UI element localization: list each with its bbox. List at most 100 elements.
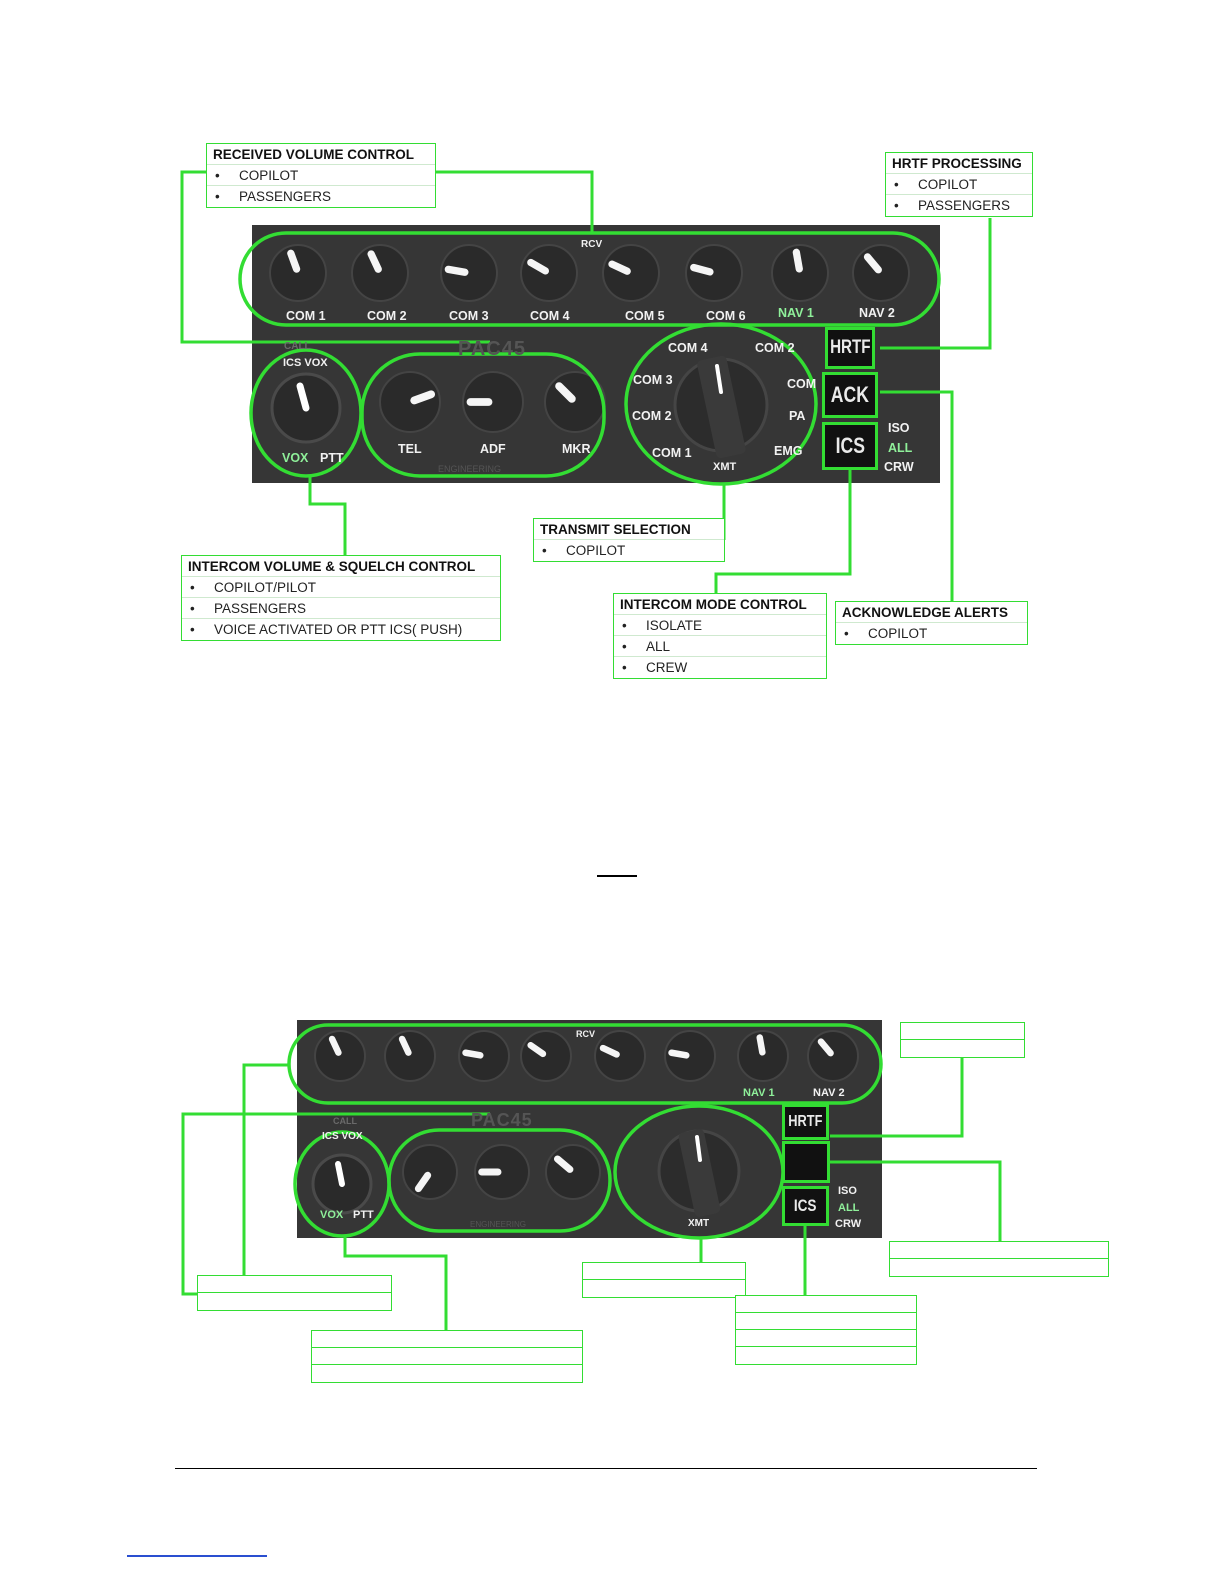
ack-button[interactable]: ACK [822,372,878,418]
callout-item: VOICE ACTIVATED OR PTT ICS( PUSH) [182,619,500,640]
bottom-ics-knob-outline [293,1130,391,1238]
bottom-leader-rcv-left [181,1112,490,1296]
rcv-knob-6-pointer [690,263,714,276]
empty-callout-rcv [197,1275,392,1311]
bottom-rcv-knob-3[interactable] [458,1030,510,1082]
selector-emg: EMG [774,444,803,458]
leader-ics-vol [308,476,347,557]
empty-callout-ics-vol [311,1330,583,1383]
selector-com4: COM 4 [668,341,708,355]
ics-knob-outline [249,348,363,478]
rcv-knob-4[interactable] [520,244,578,302]
callout-item: COPILOT [534,540,724,561]
empty-callout-hrtf [900,1022,1025,1058]
bottom-rcv-label: RCV [576,1029,596,1039]
bottom-aux-knob-2[interactable] [474,1144,530,1200]
rcv-knob-1-pointer [287,249,301,273]
bottom-leader-ack [830,1160,1002,1242]
callout-intercom-volume: INTERCOM VOLUME & SQUELCH CONTROL COPILO… [181,555,501,641]
rcv-knob-8-pointer [863,253,882,274]
bottom-rcv-knob-6[interactable] [664,1030,716,1082]
leader-rcv-left [180,170,490,344]
bottom-rcv-knob-2[interactable] [384,1030,436,1082]
bottom-rcv-knob-5-pointer [599,1044,620,1058]
xmt-label: XMT [713,461,737,473]
ics-button[interactable]: ICS [822,422,878,470]
aux-knob-1-pointer [410,390,436,405]
rcv-knob-5-pointer [608,260,631,275]
bottom-rcv-knob-8-pointer [817,1038,834,1057]
bottom-mode-crw: CRW [835,1218,862,1230]
bottom-xmt-selector-pointer [695,1135,702,1162]
knob-label-mkr: MKR [562,442,591,456]
rcv-knob-2-pointer [367,250,382,273]
rcv-knob-3[interactable] [440,244,498,302]
knob-label-com3: COM 3 [449,309,489,323]
bottom-aux-knob-3[interactable] [545,1144,601,1200]
bottom-knob-label-nav1: NAV 1 [743,1087,775,1099]
hrtf-button[interactable]: HRTF [825,327,875,369]
bottom-rcv-knob-8[interactable] [807,1030,859,1082]
empty-callout-mode [735,1295,917,1365]
callout-acknowledge-alerts: ACKNOWLEDGE ALERTS COPILOT [835,601,1028,645]
rcv-knob-4-pointer [527,258,550,275]
knob-label-com1: COM 1 [286,309,326,323]
ics-vox-label: ICS VOX [283,357,328,369]
rcv-knob-3-pointer [444,265,469,276]
rcv-label: RCV [581,239,603,250]
bottom-rcv-knob-4[interactable] [520,1030,572,1082]
rcv-knob-group-outline [238,231,941,327]
bottom-rcv-knob-7[interactable] [737,1030,789,1082]
leader-rcv [435,170,594,233]
bottom-vox-label: VOX [320,1209,344,1221]
bottom-aux-knob-3-pointer [553,1155,574,1173]
bottom-leader-rcv [242,1063,290,1276]
callout-transmit-selection: TRANSMIT SELECTION COPILOT [533,518,725,562]
rcv-knob-1[interactable] [269,244,327,302]
rcv-knob-2[interactable] [351,244,409,302]
bottom-rcv-knob-1[interactable] [314,1030,366,1082]
vox-label: VOX [282,451,309,465]
bottom-ics-volume-pointer [335,1161,345,1187]
bottom-rcv-knob-5[interactable] [594,1030,646,1082]
ptt-label: PTT [320,451,344,465]
knob-label-com4: COM 4 [530,309,570,323]
xmt-selector-bar [697,355,746,459]
call-label: CALL [284,341,311,352]
selector-com2-upper: COM 2 [755,341,795,355]
leader-hrtf [880,218,992,350]
aux-knob-1[interactable] [379,371,441,433]
mode-crw: CRW [884,460,914,474]
bottom-ics-button[interactable]: ICS [782,1186,829,1226]
bottom-rcv-knob-6-pointer [668,1049,690,1059]
bottom-logo-text: ENGINEERING [470,1220,527,1229]
top-knob-row [269,244,910,302]
footer-rule [175,1468,1037,1469]
bottom-aux-knob-1[interactable] [402,1144,458,1200]
bottom-ack-button-blank[interactable] [782,1141,830,1183]
bottom-leader-ics-vol [343,1236,448,1330]
rcv-knob-5[interactable] [602,244,660,302]
bottom-xmt-selector-bar [678,1129,721,1217]
footer-link-underline[interactable] [127,1555,267,1557]
aux-knob-2[interactable] [462,371,524,433]
bottom-hrtf-button[interactable]: HRTF [782,1104,829,1140]
knob-label-com2: COM 2 [367,309,407,323]
bottom-ptt-label: PTT [353,1209,374,1221]
rcv-knob-7[interactable] [771,244,829,302]
brand-label: PAC45 [458,338,526,360]
top-aux-knobs [379,371,606,433]
bottom-rcv-knob-7-pointer [756,1034,766,1056]
rcv-knob-6[interactable] [685,244,743,302]
empty-callout-ack [889,1241,1109,1277]
callout-received-volume: RECEIVED VOLUME CONTROL COPILOT PASSENGE… [206,143,436,208]
ics-volume-pointer [296,382,310,412]
bottom-ics-vox-label: ICS VOX [322,1131,363,1142]
callout-hrtf-processing: HRTF PROCESSING COPILOT PASSENGERS [885,152,1033,217]
bottom-knob-row [314,1030,859,1082]
bottom-leader-hrtf [830,1057,964,1138]
selector-com: COM [787,377,817,391]
callout-item: PASSENGERS [886,195,1032,216]
bottom-knob-label-nav2: NAV 2 [813,1087,845,1099]
